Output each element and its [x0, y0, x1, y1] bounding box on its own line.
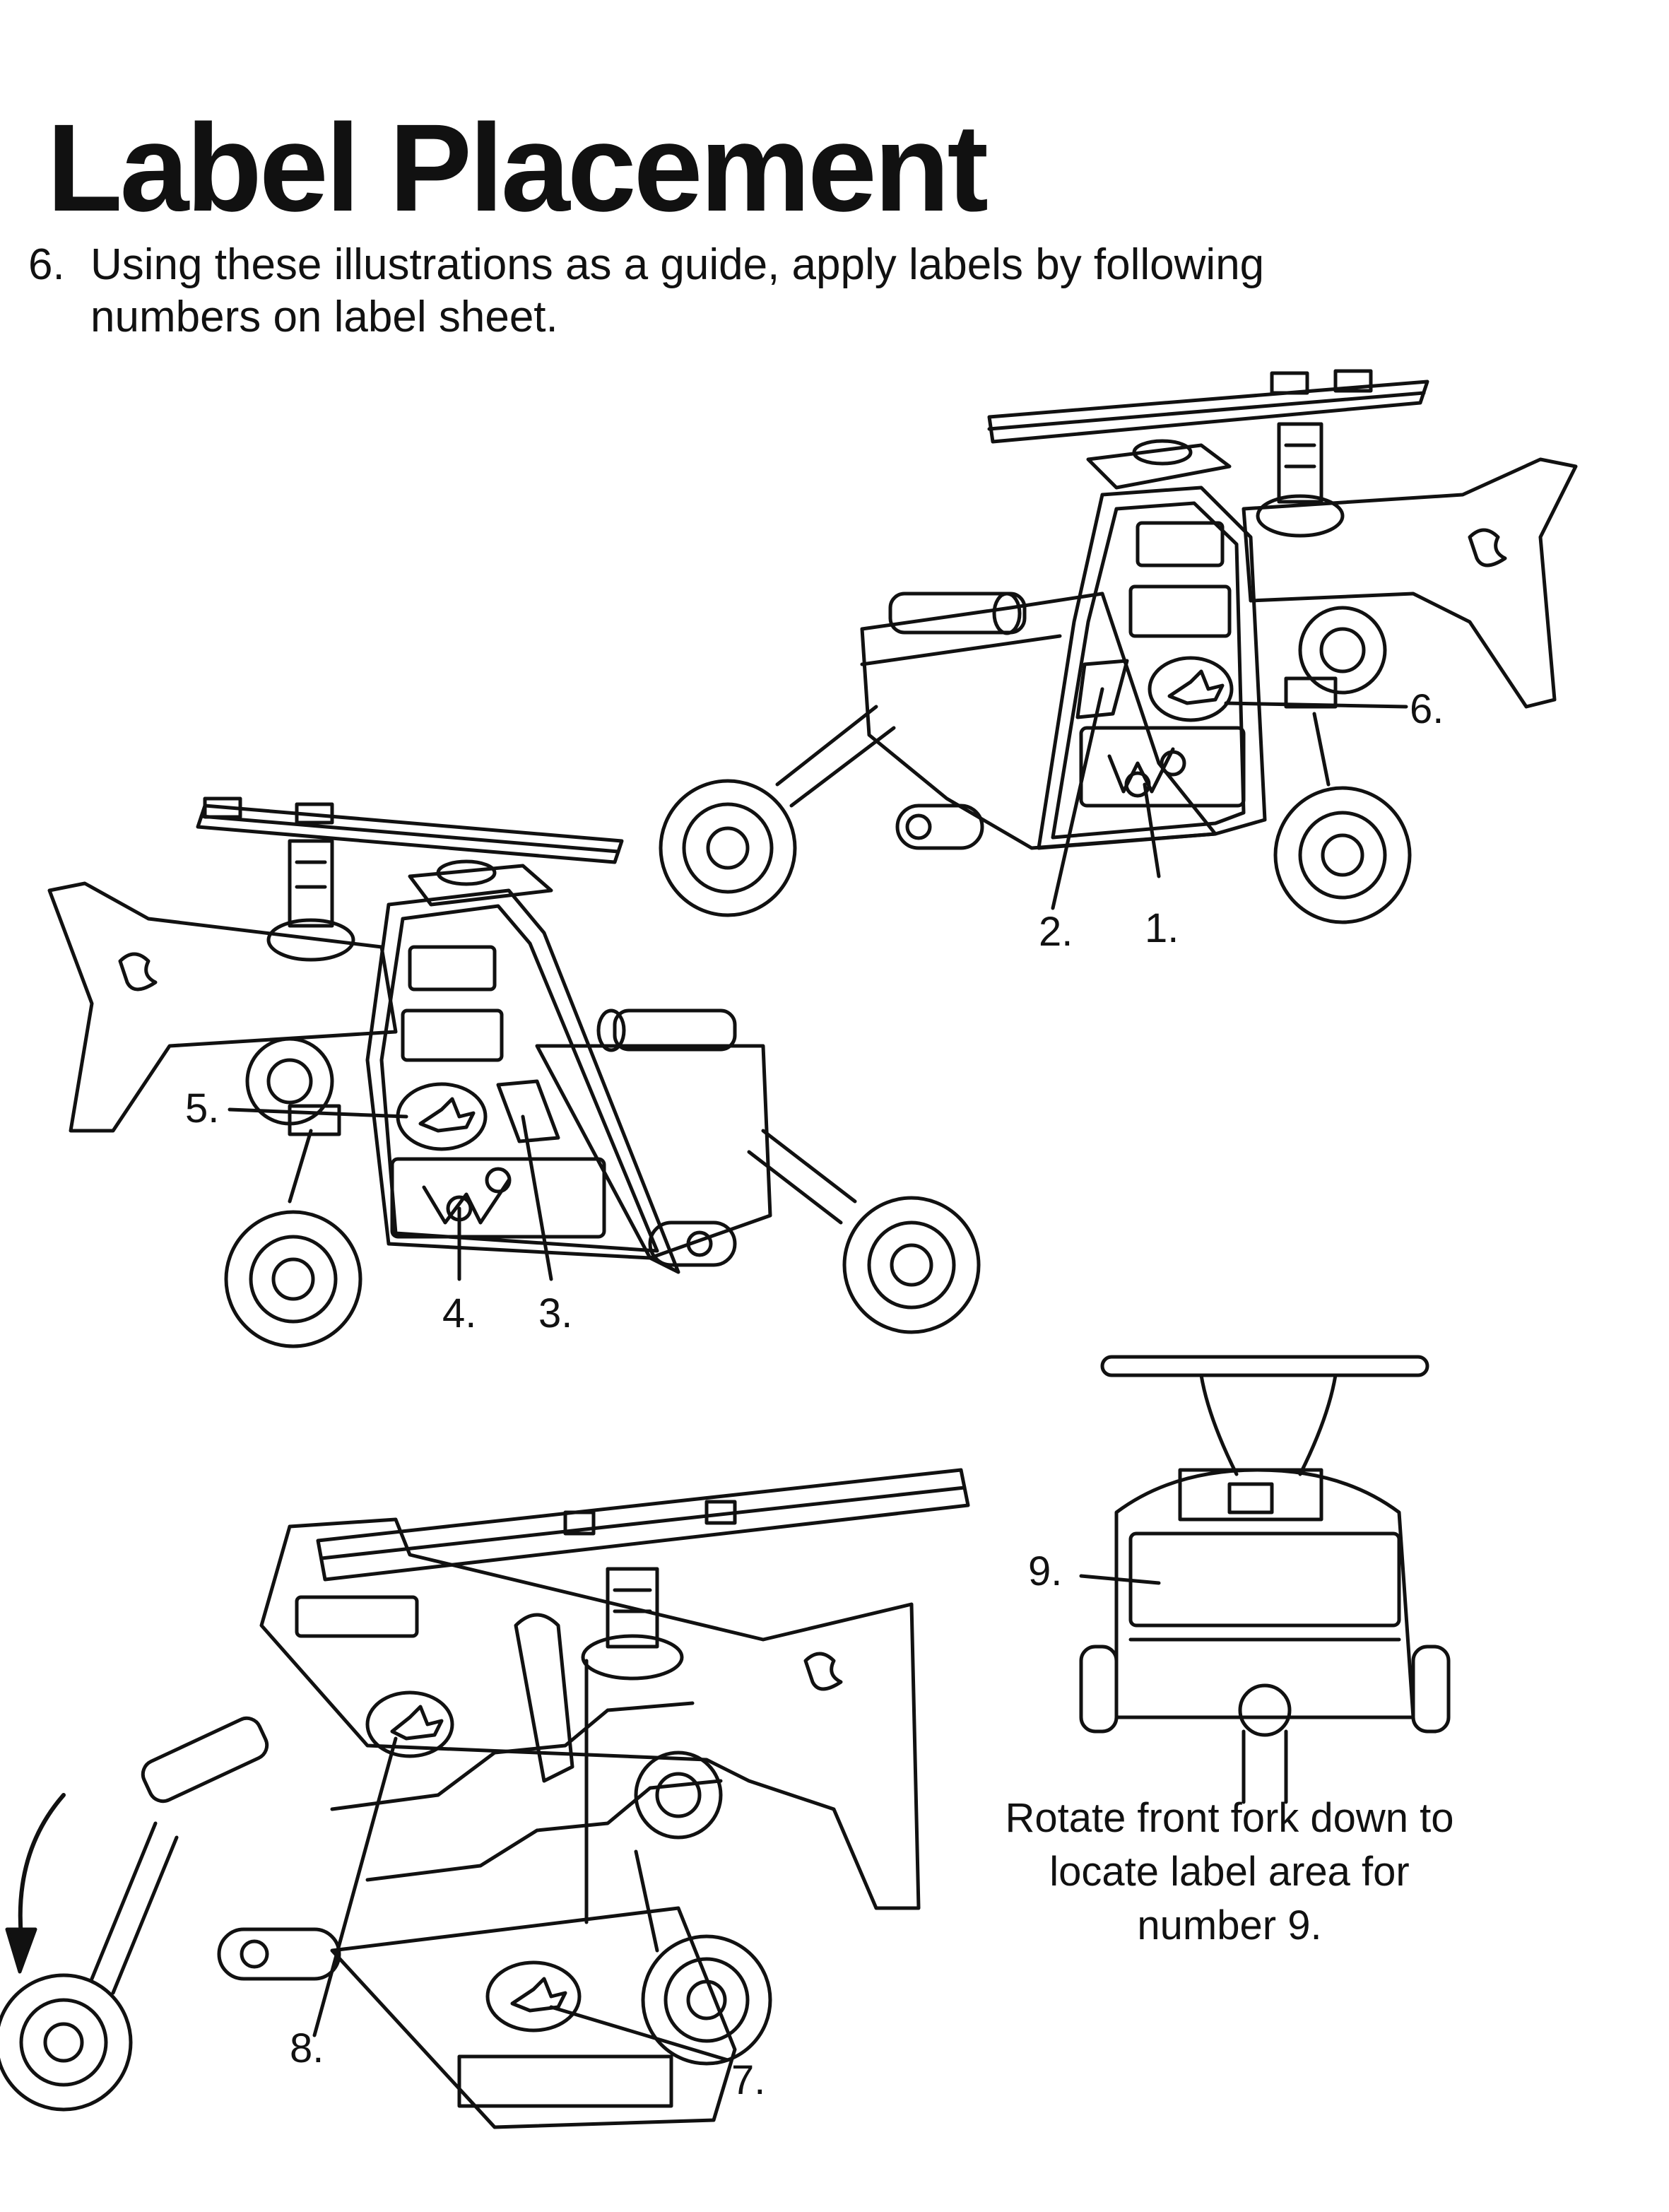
callout-3: 3.	[538, 1290, 573, 1336]
callout-1: 1.	[1145, 905, 1179, 951]
rotate-fork-note: Rotate front fork down to locate label a…	[975, 1792, 1484, 1953]
callout-9: 9.	[1028, 1548, 1063, 1594]
step-instruction: 6. Using these illustrations as a guide, …	[28, 239, 1512, 343]
callout-5: 5.	[185, 1086, 220, 1131]
step-text-line-1: Using these illustrations as a guide, ap…	[90, 240, 1265, 289]
callout-7: 7.	[731, 2057, 766, 2103]
step-text-line-2: numbers on label sheet.	[90, 293, 558, 341]
helicopter-front-view	[0, 1468, 970, 2129]
callout-8: 8.	[290, 2025, 324, 2071]
front-fork-detail	[1079, 1355, 1451, 1804]
callout-4: 4.	[442, 1290, 477, 1336]
note-line-2: locate label area for	[1049, 1849, 1410, 1895]
step-number: 6.	[28, 240, 65, 289]
page-title: Label Placement	[47, 99, 989, 237]
callout-2: 2.	[1039, 909, 1073, 955]
note-line-3: number 9.	[1137, 1902, 1322, 1948]
helicopter-right-view	[659, 369, 1578, 924]
helicopter-left-view	[47, 796, 981, 1348]
callout-6: 6.	[1410, 686, 1444, 732]
note-line-1: Rotate front fork down to	[1005, 1795, 1454, 1841]
